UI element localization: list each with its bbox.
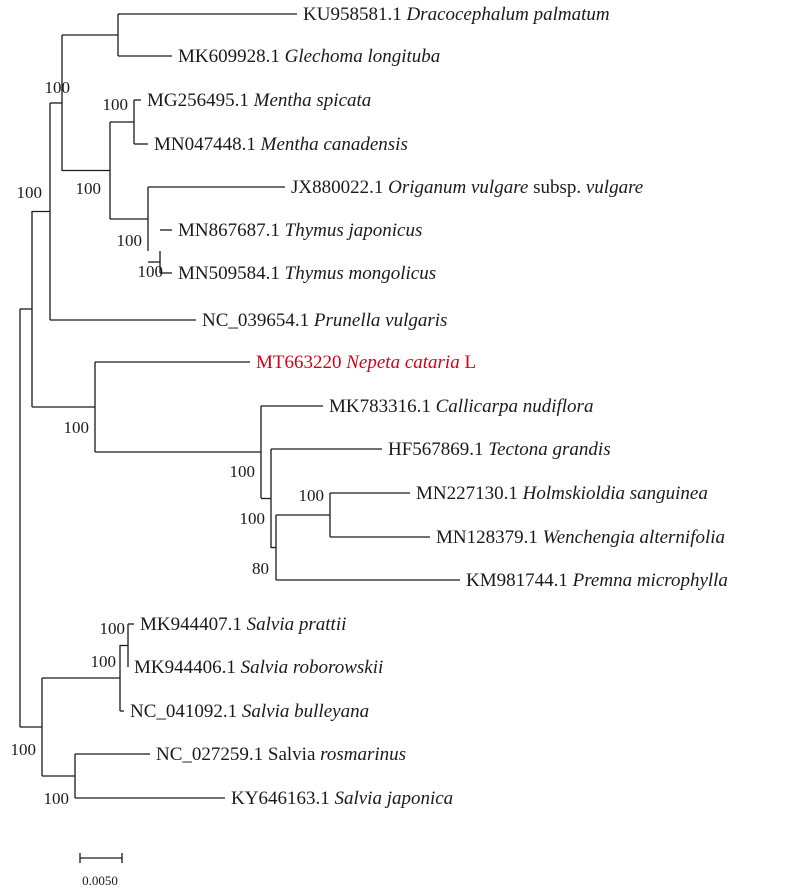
taxon-species-name: Salvia bulleyana bbox=[242, 701, 369, 722]
taxon-accession: KY646163.1 bbox=[231, 788, 334, 809]
bootstrap-value: 100 bbox=[76, 179, 102, 198]
bootstrap-value: 100 bbox=[138, 262, 164, 281]
taxon-label: KU958581.1 Dracocephalum palmatum bbox=[303, 4, 610, 25]
taxon-label: MN128379.1 Wenchengia alternifolia bbox=[436, 527, 725, 548]
taxon-accession: NC_027259.1 bbox=[156, 744, 268, 765]
taxon-accession: NC_041092.1 bbox=[130, 701, 242, 722]
taxon-label: MT663220 Nepeta cataria L bbox=[256, 352, 476, 373]
taxon-species-name: vulgare bbox=[586, 177, 643, 198]
taxon-label: MG256495.1 Mentha spicata bbox=[147, 90, 371, 111]
taxon-species-name: Holmskioldia sanguinea bbox=[522, 483, 708, 504]
taxon-species-name: Salvia prattii bbox=[247, 614, 347, 635]
taxon-label: MN509584.1 Thymus mongolicus bbox=[178, 263, 436, 284]
taxon-accession: MN509584.1 bbox=[178, 263, 285, 284]
tree-branches bbox=[19, 13, 460, 799]
taxon-species-name: Dracocephalum palmatum bbox=[405, 4, 609, 25]
taxon-accession: MN128379.1 bbox=[436, 527, 543, 548]
taxon-label: KY646163.1 Salvia japonica bbox=[231, 788, 453, 809]
taxon-species-name: Callicarpa nudiflora bbox=[436, 396, 594, 417]
taxon-label: MK609928.1 Glechoma longituba bbox=[178, 46, 440, 67]
taxon-accession: NC_039654.1 bbox=[202, 310, 314, 331]
scale-bar-label: 0.0050 bbox=[82, 873, 118, 888]
taxon-label: JX880022.1 Origanum vulgare subsp. vulga… bbox=[291, 177, 643, 198]
taxon-species-name: Prunella vulgaris bbox=[313, 310, 448, 331]
taxon-label: MN047448.1 Mentha canadensis bbox=[154, 134, 408, 155]
bootstrap-value: 100 bbox=[17, 183, 43, 202]
bootstrap-value: 100 bbox=[91, 652, 117, 671]
taxon-accession: MG256495.1 bbox=[147, 90, 254, 111]
bootstrap-value: 100 bbox=[103, 95, 129, 114]
taxon-species-name: Tectona grandis bbox=[488, 439, 610, 460]
taxon-accession: MT663220 bbox=[256, 352, 346, 373]
taxon-accession: MN227130.1 bbox=[416, 483, 523, 504]
taxon-label: NC_041092.1 Salvia bulleyana bbox=[130, 701, 369, 722]
taxon-label: MN867687.1 Thymus japonicus bbox=[178, 220, 422, 241]
taxon-accession: KM981744.1 bbox=[466, 570, 573, 591]
taxon-accession: MK944406.1 bbox=[134, 657, 241, 678]
taxon-species-name: Salvia bbox=[268, 744, 320, 765]
taxon-species-name: Glechoma longituba bbox=[285, 46, 441, 67]
bootstrap-value: 80 bbox=[252, 559, 269, 578]
taxon-species-name: Origanum vulgare bbox=[388, 177, 528, 198]
taxon-species-name: subsp. bbox=[528, 177, 586, 198]
bootstrap-labels: 100 100 100 100 100 100 100 100 100 100 80 100 100 10… bbox=[11, 78, 325, 808]
taxon-species-name: Premna microphylla bbox=[572, 570, 728, 591]
taxon-accession: KU958581.1 bbox=[303, 4, 406, 25]
taxon-species-name: Thymus japonicus bbox=[285, 220, 423, 241]
taxon-accession: MK609928.1 bbox=[178, 46, 285, 67]
bootstrap-value: 100 bbox=[11, 740, 37, 759]
taxon-species-name: Wenchengia alternifolia bbox=[543, 527, 725, 548]
bootstrap-value: 100 bbox=[100, 619, 126, 638]
taxon-species-name: rosmarinus bbox=[320, 744, 406, 765]
taxon-label: MK944407.1 Salvia prattii bbox=[140, 614, 346, 635]
taxon-accession: HF567869.1 bbox=[388, 439, 488, 460]
bootstrap-value: 100 bbox=[117, 231, 143, 250]
taxon-species-name: Nepeta cataria bbox=[345, 352, 459, 373]
bootstrap-value: 100 bbox=[45, 78, 71, 97]
taxon-label: MK944406.1 Salvia roborowskii bbox=[134, 657, 383, 678]
bootstrap-value: 100 bbox=[240, 509, 266, 528]
taxon-species-name: Mentha canadensis bbox=[260, 134, 408, 155]
taxon-species-name: Salvia roborowskii bbox=[241, 657, 384, 678]
taxon-accession: JX880022.1 bbox=[291, 177, 388, 198]
taxon-label: KM981744.1 Premna microphylla bbox=[466, 570, 728, 591]
taxon-species-name: Salvia japonica bbox=[334, 788, 453, 809]
taxon-accession: MN867687.1 bbox=[178, 220, 285, 241]
taxon-accession: MK783316.1 bbox=[329, 396, 436, 417]
taxon-accession: MK944407.1 bbox=[140, 614, 247, 635]
taxon-species-name: Thymus mongolicus bbox=[285, 263, 436, 284]
bootstrap-value: 100 bbox=[230, 462, 256, 481]
taxon-label: NC_027259.1 Salvia rosmarinus bbox=[156, 744, 406, 765]
taxon-species-name: L bbox=[460, 352, 476, 373]
bootstrap-value: 100 bbox=[64, 418, 90, 437]
bootstrap-value: 100 bbox=[299, 486, 325, 505]
taxon-label: MK783316.1 Callicarpa nudiflora bbox=[329, 396, 593, 417]
taxon-labels: KU958581.1 Dracocephalum palmatumMK60992… bbox=[130, 4, 728, 809]
taxon-accession: MN047448.1 bbox=[154, 134, 261, 155]
scale-bar: 0.0050 bbox=[79, 853, 123, 888]
taxon-species-name: Mentha spicata bbox=[253, 90, 372, 111]
taxon-label: MN227130.1 Holmskioldia sanguinea bbox=[416, 483, 708, 504]
bootstrap-value: 100 bbox=[44, 789, 70, 808]
taxon-label: NC_039654.1 Prunella vulgaris bbox=[202, 310, 447, 331]
taxon-label: HF567869.1 Tectona grandis bbox=[388, 439, 611, 460]
